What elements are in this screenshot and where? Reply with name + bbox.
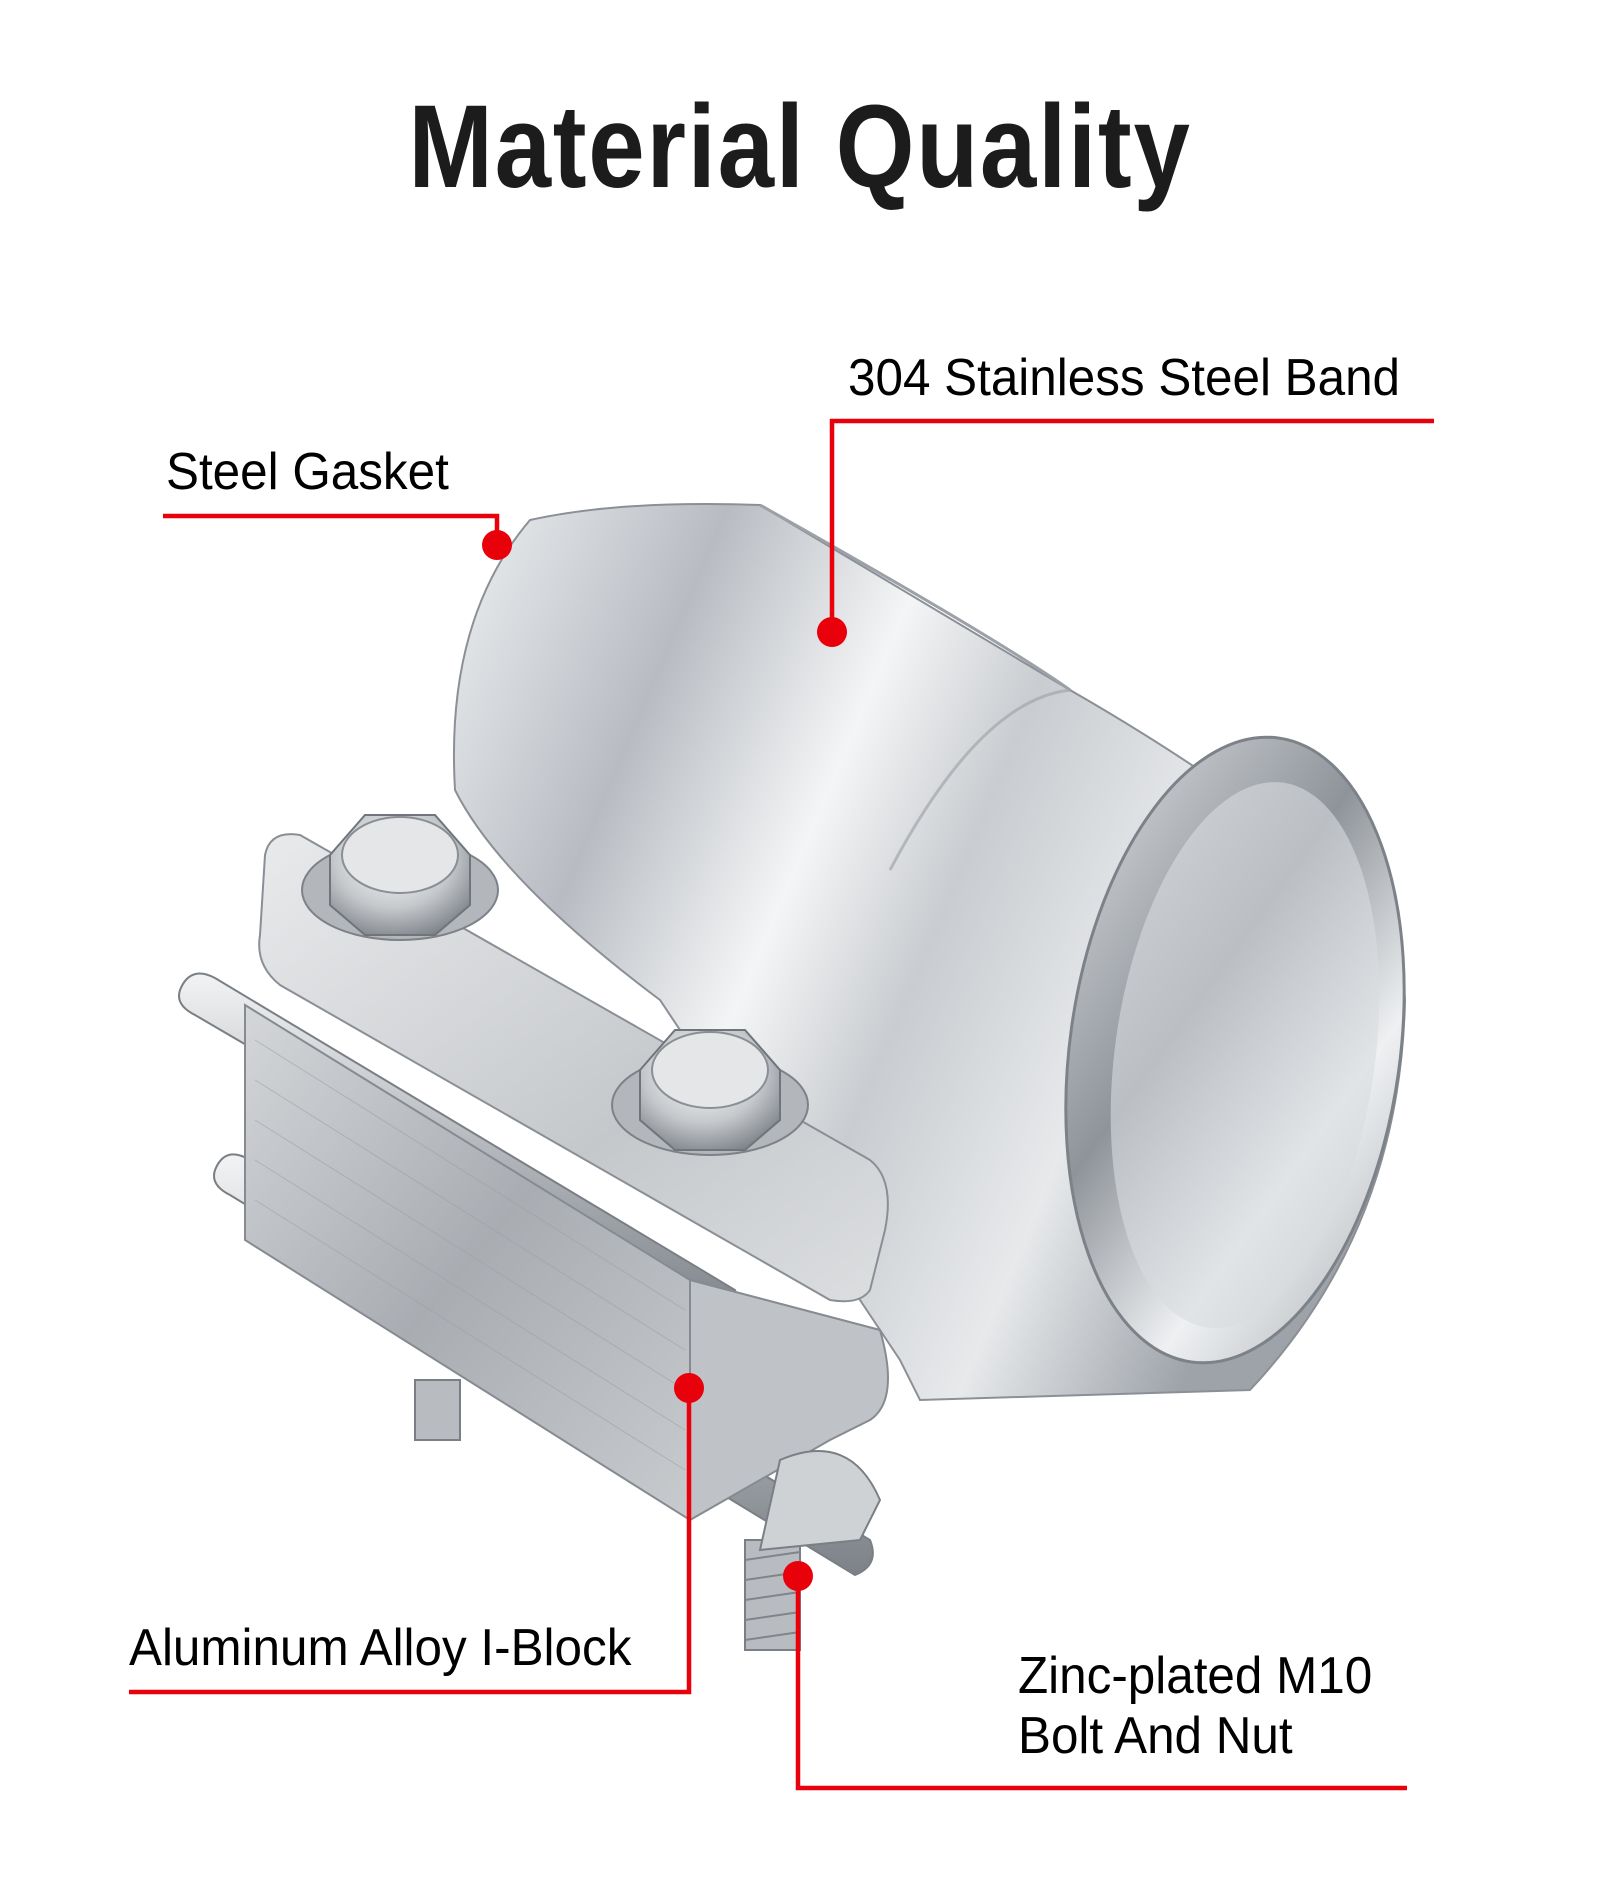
bolt-label-line1: Zinc-plated M10 xyxy=(1018,1647,1373,1705)
iblock-label: Aluminum Alloy I-Block xyxy=(129,1619,632,1677)
bolt-label-line2: Bolt And Nut xyxy=(1018,1707,1293,1765)
bolt-head-1 xyxy=(301,814,499,941)
gasket-label: Steel Gasket xyxy=(166,443,449,501)
bolt-head-2 xyxy=(611,1029,809,1156)
band-label: 304 Stainless Steel Band xyxy=(848,349,1401,407)
bolt-label: Zinc-plated M10 Bolt And Nut xyxy=(1018,1646,1372,1766)
steel-gasket xyxy=(258,833,889,1303)
page-title: Material Quality xyxy=(408,81,1192,213)
